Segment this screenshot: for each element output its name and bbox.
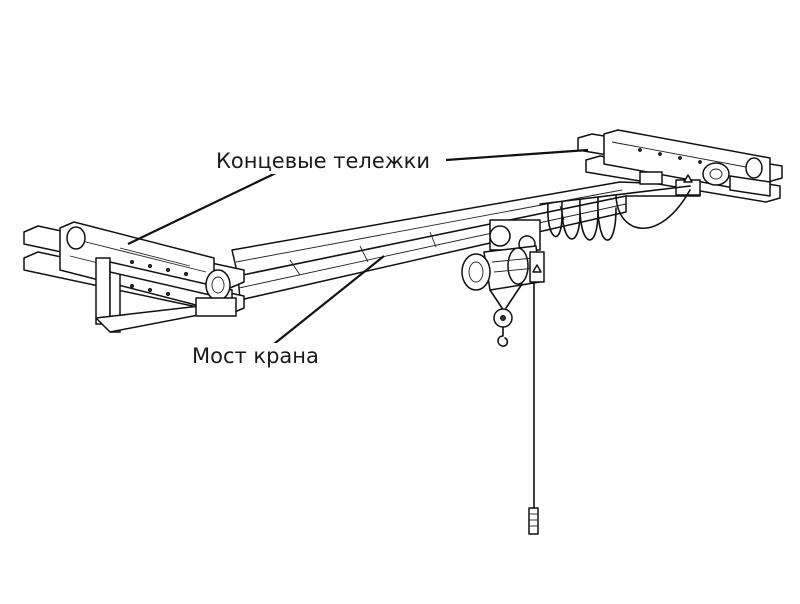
- leader-bridge: [273, 255, 385, 345]
- leader-left-truck: [127, 171, 279, 245]
- festoon-cable: [539, 185, 691, 241]
- end-trucks-label: Концевые тележки: [214, 148, 432, 174]
- leader-right-truck: [445, 148, 589, 162]
- right-end-truck: [577, 129, 783, 203]
- left-end-truck: [23, 221, 245, 333]
- leader-lines: [127, 148, 589, 345]
- hoist: [461, 219, 545, 535]
- bridge-label: Мост крана: [190, 343, 321, 369]
